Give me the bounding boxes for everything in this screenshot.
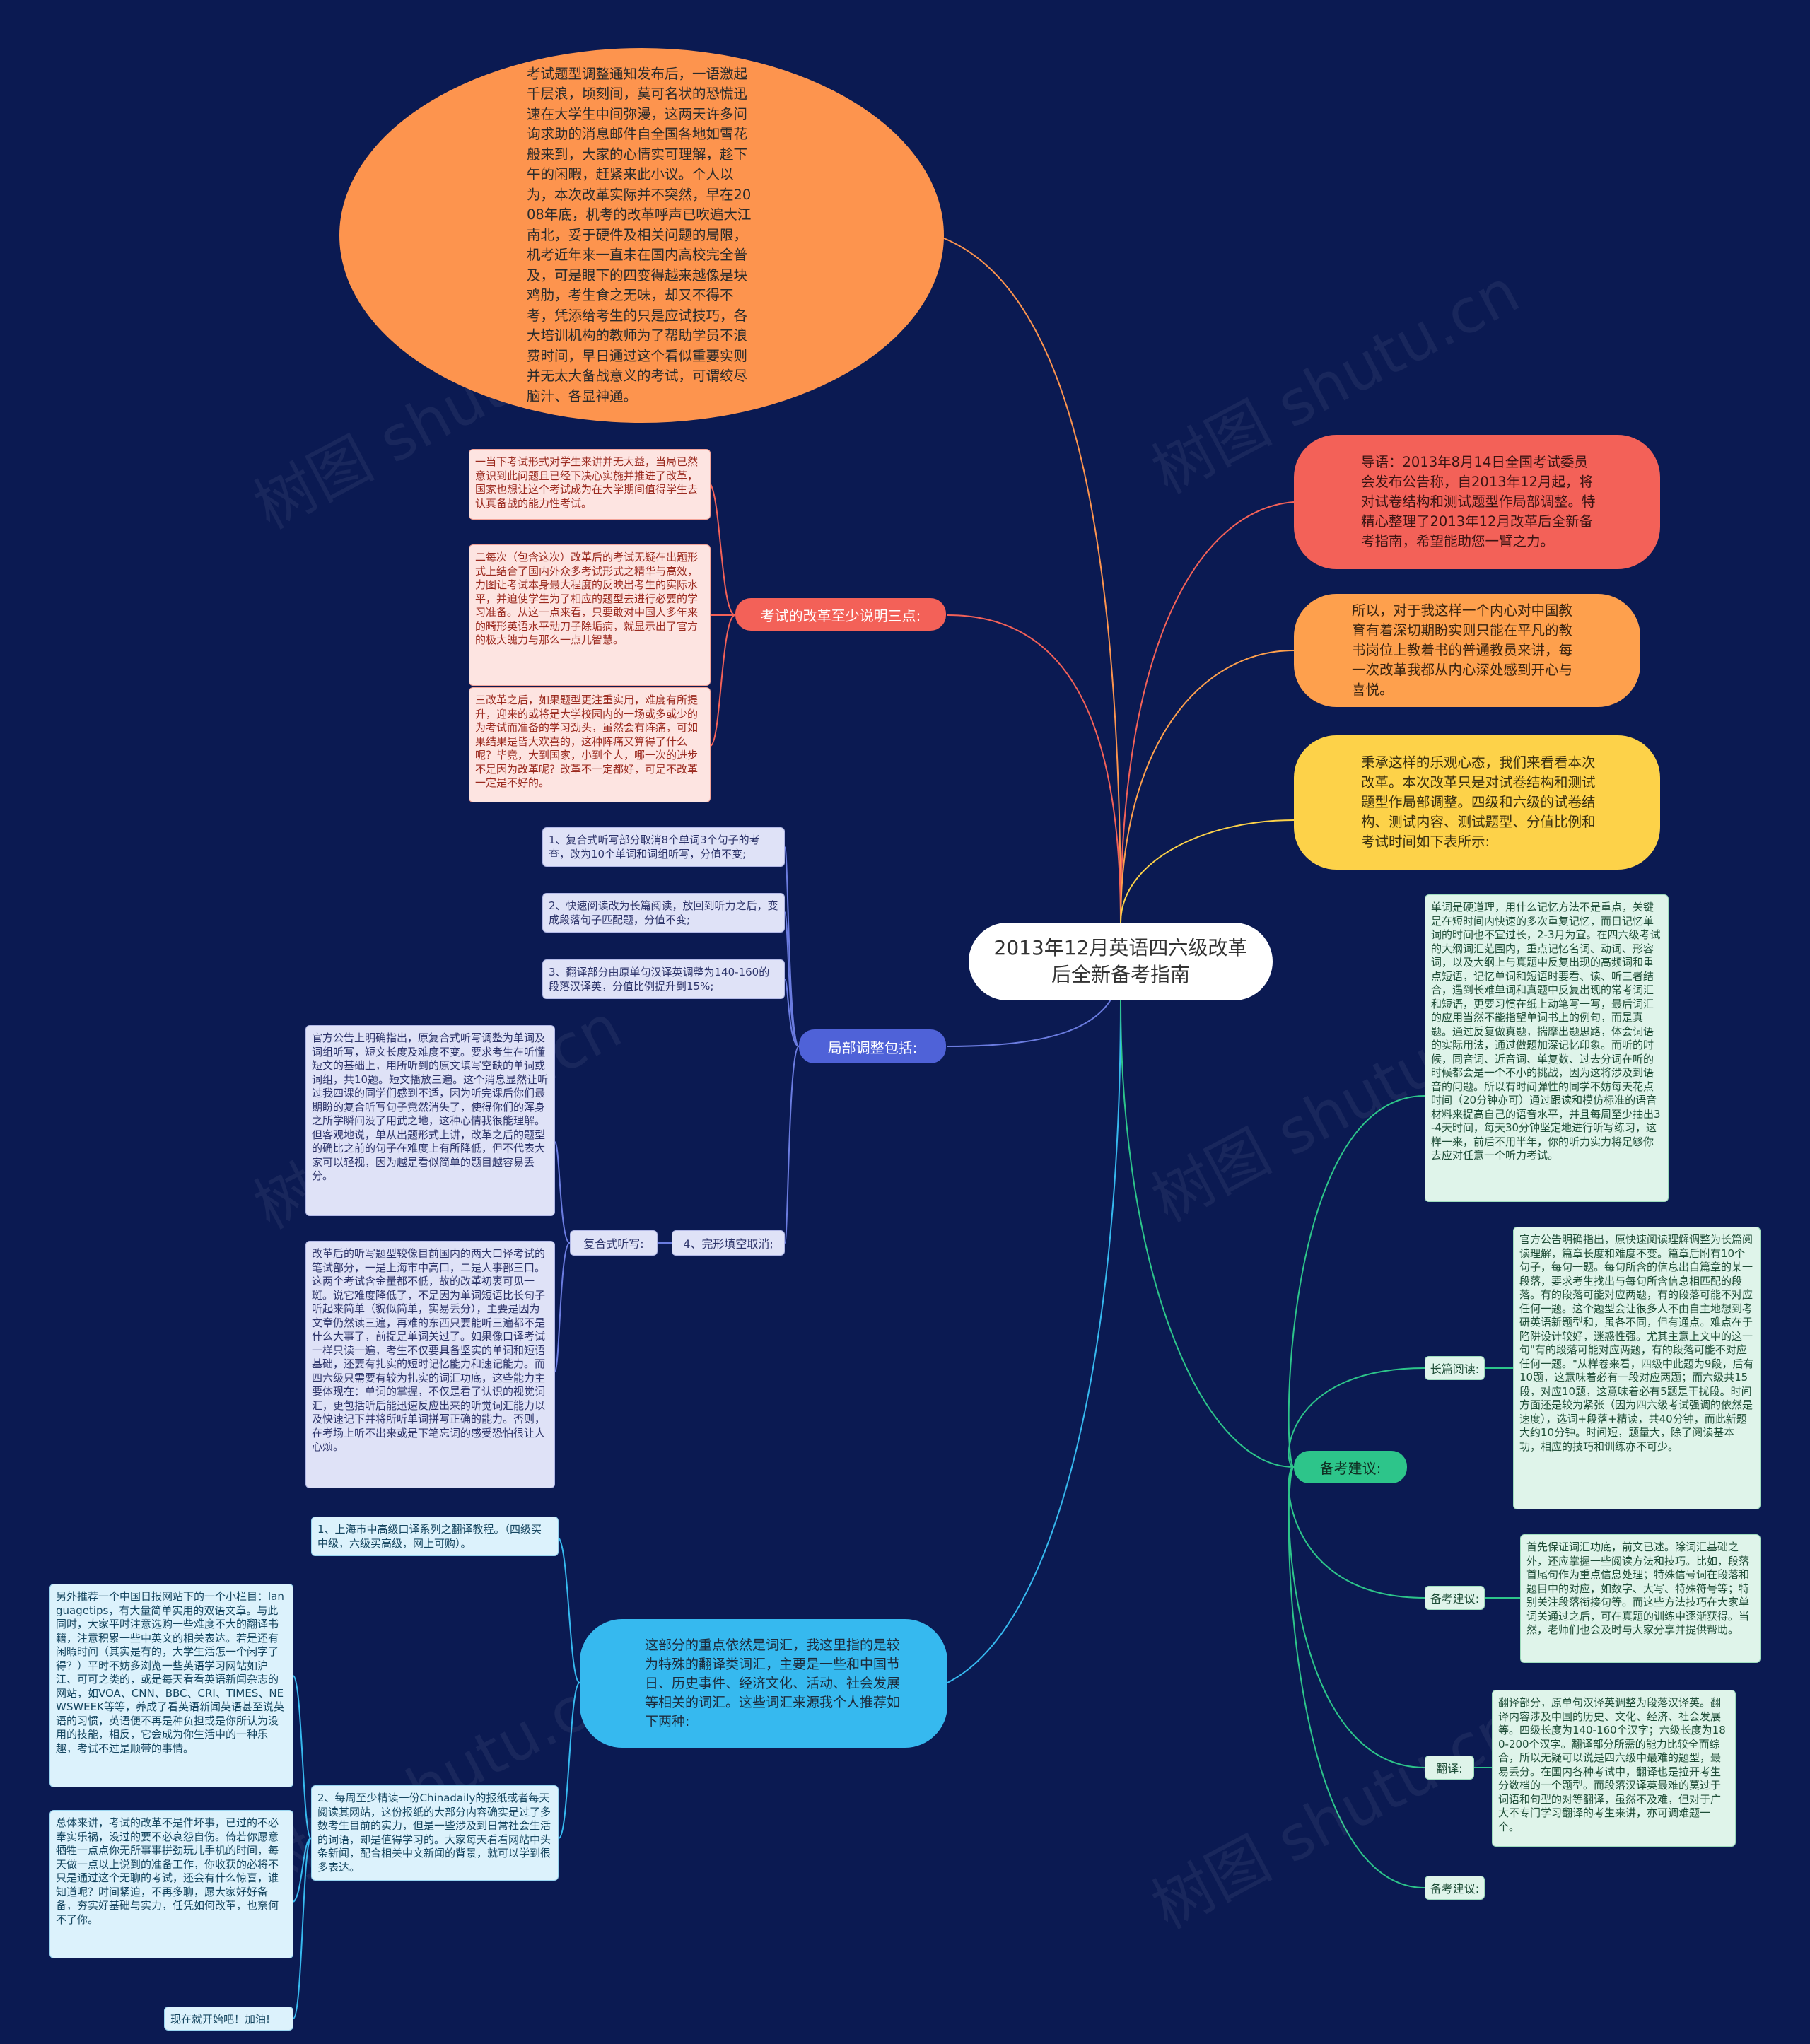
three-point-3: 三改革之后，如果题型更注重实用，难度有所提升，迎来的或将是大学校园内的一场或多或… (469, 687, 711, 802)
dictation-detail-1: 官方公告上明确指出，原复合式听写调整为单词及词组听写，短文长度及难度不变。要求考… (305, 1025, 555, 1216)
partial-item-3: 3、翻译部分由原单句汉译英调整为140-160的段落汉译英，分值比例提升到15%… (542, 959, 785, 999)
exam-tip-2-label[interactable]: 备考建议: (1425, 1876, 1485, 1900)
exam-tip-1-label-text: 备考建议: (1430, 1592, 1480, 1606)
dictation-detail-2: 改革后的听写题型较像目前国内的两大口译考试的笔试部分，一是上海市中高口，二是人事… (305, 1241, 555, 1488)
intro-ellipse[interactable]: 考试题型调整通知发布后，一语激起千层浪，顷刻间，莫可名状的恐慌迅速在大学生中间弥… (339, 48, 944, 423)
translation-text: 翻译部分，原单句汉译英调整为段落汉译英。翻译内容涉及中国的历史、文化、经济、社会… (1492, 1690, 1736, 1847)
long-reading-text: 官方公告明确指出，原快速阅读理解调整为长篇阅读理解，篇章长度和难度不变。篇章后附… (1513, 1227, 1761, 1509)
link-guide (1120, 501, 1295, 923)
three-point-2: 二每次（包含这次）改革后的考试无疑在出题形式上结合了国内外众多考试形式之精华与高… (469, 544, 711, 686)
vocab-sub-1: 另外推荐一个中国日报网站下的一个小栏目：languagetips，有大量简单实用… (49, 1584, 293, 1787)
dictation-label[interactable]: 复合式听写: (570, 1230, 658, 1256)
three-points-label-text: 考试的改革至少说明三点: (760, 607, 921, 624)
vocab-branch[interactable]: 这部分的重点依然是词汇，我这里指的是较为特殊的翻译类词汇，主要是一些和中国节日、… (580, 1619, 947, 1748)
link-teacher (1120, 650, 1295, 923)
suggestions-label-text: 备考建议: (1319, 1459, 1382, 1477)
link-intro (940, 236, 1121, 923)
attitude-text: 秉承这样的乐观心态，我们来看看本次改革。本次改革只是对试卷结构和测试题型作局部调… (1361, 754, 1596, 850)
link-vocab (947, 1000, 1121, 1683)
partial-item-1: 1、复合式听写部分取消8个单词3个句子的考查，改为10个单词和词组听写，分值不变… (542, 827, 785, 867)
link-attitude (1120, 819, 1295, 923)
link-three-points (947, 614, 1121, 923)
suggestions-label[interactable]: 备考建议: (1294, 1451, 1407, 1483)
teacher-text: 所以，对于我这样一个内心对中国教育有着深切期盼实则只能在平凡的教书岗位上教着书的… (1352, 602, 1573, 698)
long-reading-label[interactable]: 长篇阅读: (1425, 1356, 1485, 1380)
partial-item-4: 4、完形填空取消; (672, 1230, 785, 1256)
translation-label-text: 翻译: (1436, 1762, 1463, 1775)
root-title: 2013年12月英语四六级改革后全新备考指南 (993, 936, 1248, 986)
three-points-label[interactable]: 考试的改革至少说明三点: (735, 598, 946, 631)
teacher-node[interactable]: 所以，对于我这样一个内心对中国教育有着深切期盼实则只能在平凡的教书岗位上教着书的… (1294, 594, 1640, 707)
vocab-sub-2: 总体来讲，考试的改革不是件坏事，已过的不必奉实乐祸，没过的要不必哀怨自伤。倚若你… (49, 1810, 293, 1958)
vocab-item-1: 1、上海市中高级口译系列之翻译教程。（四级买中级，六级买高级，网上可购）。 (311, 1517, 559, 1556)
dictation-label-text: 复合式听写: (583, 1237, 644, 1251)
guide-text: 导语：2013年8月14日全国考试委员会发布公告称，自2013年12月起，将对试… (1361, 454, 1596, 549)
partial-changes-label[interactable]: 局部调整包括: (799, 1029, 946, 1063)
vocab-sub-3: 现在就开始吧！加油! (164, 2007, 293, 2031)
exam-tip-1-label[interactable]: 备考建议: (1425, 1586, 1485, 1610)
vocab-branch-text: 这部分的重点依然是词汇，我这里指的是较为特殊的翻译类词汇，主要是一些和中国节日、… (645, 1637, 901, 1729)
exam-tip-2-label-text: 备考建议: (1430, 1882, 1480, 1896)
exam-tip-1-text: 首先保证词汇功底，前文已述。除词汇基础之外，还应掌握一些阅读方法和技巧。比如，段… (1520, 1534, 1761, 1663)
suggestion-top-text: 单词是硬道理，用什么记忆方法不是重点，关键是在短时间内快速的多次重复记忆，而日记… (1425, 894, 1669, 1202)
intro-text: 考试题型调整通知发布后，一语激起千层浪，顷刻间，莫可名状的恐慌迅速在大学生中间弥… (527, 65, 752, 404)
attitude-node[interactable]: 秉承这样的乐观心态，我们来看看本次改革。本次改革只是对试卷结构和测试题型作局部调… (1294, 735, 1660, 870)
link-suggestions (1120, 1000, 1295, 1468)
translation-label[interactable]: 翻译: (1425, 1756, 1474, 1780)
guide-node[interactable]: 导语：2013年8月14日全国考试委员会发布公告称，自2013年12月起，将对试… (1294, 435, 1660, 569)
three-point-1: 一当下考试形式对学生来讲并无大益，当局已然意识到此问题且已经下决心实施并推进了改… (469, 449, 711, 520)
root-topic[interactable]: 2013年12月英语四六级改革后全新备考指南 (969, 923, 1273, 1000)
partial-changes-label-text: 局部调整包括: (827, 1039, 918, 1056)
partial-item-2: 2、快速阅读改为长篇阅读，放回到听力之后，变成段落句子匹配题，分值不变; (542, 893, 785, 933)
long-reading-label-text: 长篇阅读: (1430, 1362, 1480, 1376)
vocab-item-2: 2、每周至少精读一份Chinadaily的报纸或者每天阅读其网站，这份报纸的大部… (311, 1785, 559, 1881)
